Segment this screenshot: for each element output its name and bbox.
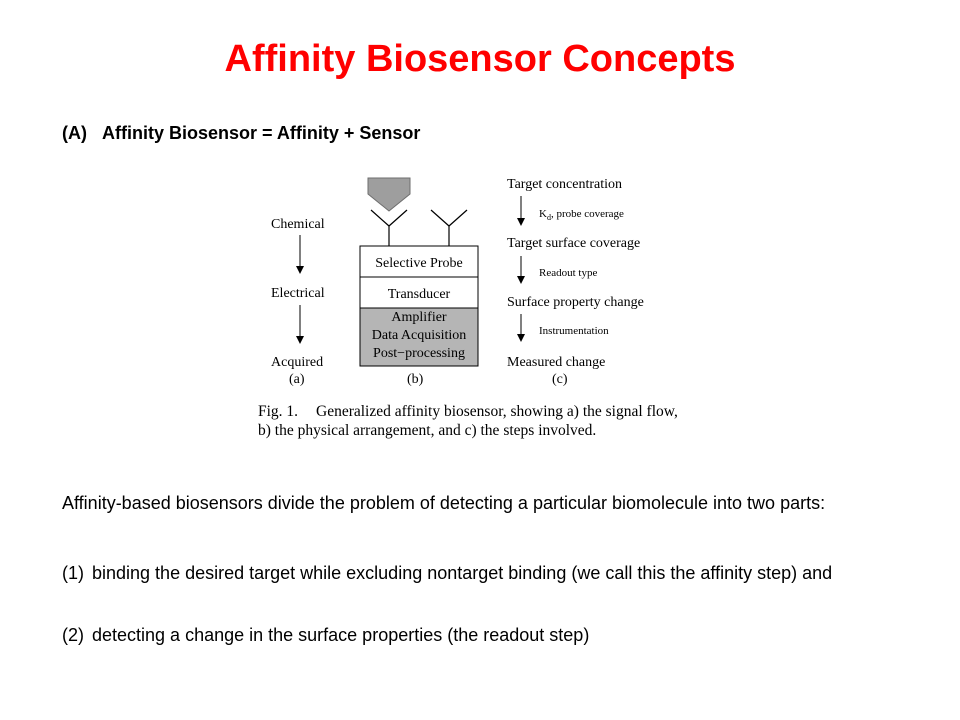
kd-subscript: d [547, 213, 551, 222]
list-item: (2) detecting a change in the surface pro… [62, 624, 922, 646]
processing-box [359, 307, 479, 367]
label-acquired: Acquired [271, 355, 323, 370]
caption-label: Fig. 1. [258, 403, 299, 420]
probe1-arm-right [388, 209, 408, 227]
kd-symbol: K [539, 208, 547, 220]
arrow-label-instrumentation: Instrumentation [539, 325, 609, 337]
subheading: (A) Affinity Biosensor = Affinity + Senso… [62, 123, 420, 144]
step-measured-change: Measured change [507, 355, 605, 370]
biosensor-figure: Chemical Electrical Acquired (a) Selecti… [271, 177, 644, 387]
caption-line-2: b) the physical arrangement, and c) the … [258, 422, 597, 439]
probe2-arm-right [448, 209, 468, 227]
list-item-text: detecting a change in the surface proper… [92, 625, 590, 645]
list-item-number: (2) [62, 625, 84, 645]
tag-c: (c) [552, 372, 568, 387]
subheading-text: Affinity Biosensor = Affinity + Sensor [102, 123, 421, 143]
list-item-number: (1) [62, 563, 84, 583]
figure-caption: Fig. 1. Generalized affinity biosensor, s… [258, 402, 678, 440]
label-selective-probe: Selective Probe [375, 256, 462, 271]
step-target-concentration: Target concentration [507, 177, 622, 192]
label-data-acquisition: Data Acquisition [372, 328, 467, 343]
arrow-a1-head [296, 266, 304, 274]
arrow-a2-head [296, 336, 304, 344]
arrow-c2-head [517, 276, 525, 284]
arrow-c3-head [517, 334, 525, 342]
probe2-arm-left [430, 209, 450, 227]
selective-probe-box [359, 245, 479, 278]
list-item-text: binding the desired target while excludi… [92, 563, 833, 583]
subheading-label: (A) [62, 123, 87, 143]
label-amplifier: Amplifier [391, 310, 447, 325]
tag-b: (b) [407, 372, 424, 387]
probe1-arm-left [370, 209, 390, 227]
step-target-surface-coverage: Target surface coverage [507, 236, 640, 251]
intro-paragraph: Affinity-based biosensors divide the pro… [62, 493, 826, 513]
tag-a: (a) [289, 372, 305, 387]
list-item: (1) binding the desired target while excl… [62, 562, 922, 584]
label-post-processing: Post−processing [373, 346, 465, 361]
label-electrical: Electrical [271, 286, 325, 301]
kd-rest: , probe coverage [551, 208, 624, 220]
arrow-label-readout: Readout type [539, 267, 597, 279]
arrow-c1-head [517, 218, 525, 226]
label-chemical: Chemical [271, 217, 325, 232]
slide-title: Affinity Biosensor Concepts [224, 38, 736, 80]
label-transducer: Transducer [388, 287, 451, 302]
caption-line-1: Generalized affinity biosensor, showing … [316, 403, 678, 420]
step-surface-property-change: Surface property change [507, 295, 644, 310]
arrow-label-kd: Kd, probe coverage [539, 208, 624, 222]
target-molecule-shape [367, 177, 411, 212]
